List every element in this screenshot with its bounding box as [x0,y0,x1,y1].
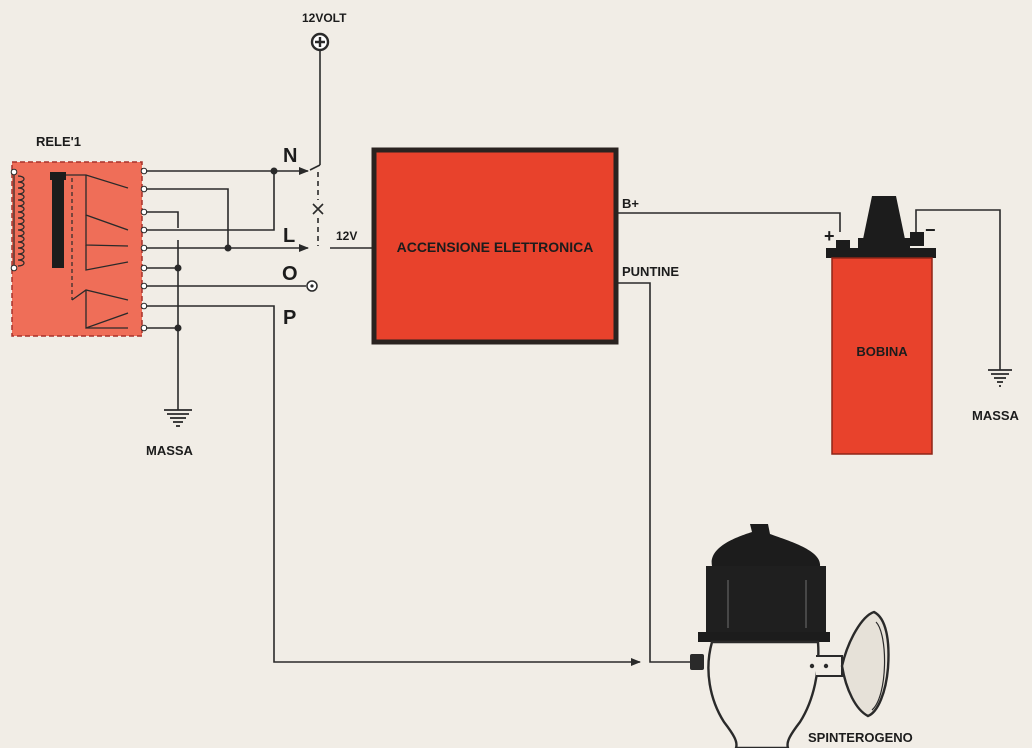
coil-title: BOBINA [856,344,908,359]
relay: RELE'1 [10,134,148,337]
coil-minus-sign: − [925,220,936,240]
ignition-coil: BOBINA [826,196,936,455]
supply-12v: 12VOLT [302,11,347,52]
ground-left-label: MASSA [146,443,194,458]
module-points-label: PUNTINE [622,264,679,279]
input-voltage-label: 12V [336,229,357,243]
relay-housing [11,161,143,337]
ground-left: MASSA [146,409,194,458]
relay-label: RELE'1 [36,134,81,149]
plus-terminal-icon [310,32,330,52]
distributor-title: SPINTEROGENO [808,730,913,745]
coil-plus-sign: + [824,226,835,246]
ignition-module-title: ACCENSIONE ELETTRONICA [397,239,594,255]
switch-position-l: L [283,225,295,247]
relay-coil-icon [10,168,66,272]
wiring [146,50,1001,666]
switch-position-p: P [283,307,296,329]
distributor [690,524,890,748]
ground-right-label: MASSA [972,408,1020,423]
relay-terminals [140,167,148,332]
ignition-module: ACCENSIONE ELETTRONICA [371,147,619,345]
ground-icon [988,369,1012,387]
relay-contacts [66,174,129,329]
off-terminal-icon [306,280,318,292]
supply-label: 12VOLT [302,11,347,25]
module-output-label: B+ [622,196,639,211]
ground-right: MASSA [972,369,1020,423]
switch-position-o: O [282,263,298,285]
ground-icon [164,409,192,427]
switch-position-n: N [283,145,297,167]
